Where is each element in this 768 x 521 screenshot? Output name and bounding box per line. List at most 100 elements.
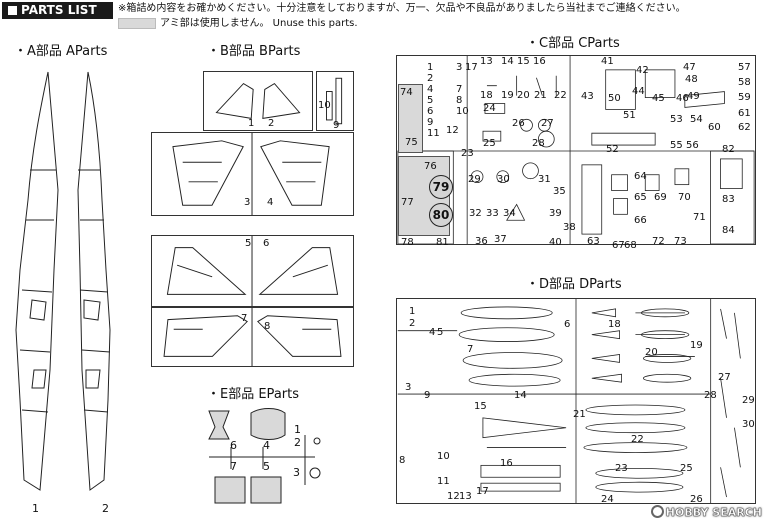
b-part-label: 8 [264,321,271,332]
d-part-label: 2 [409,318,416,329]
c-unused-part-74-75 [398,84,423,153]
c-part-label: 69 [654,192,667,203]
a-part-label: 1 [32,502,39,515]
c-part-label: 72 [652,236,665,247]
d-part-label: 15 [474,401,487,412]
d-part-label: 1 [409,306,416,317]
d-part-label: 26 [690,494,703,505]
b-part-label: 4 [267,197,274,208]
a-parts-drawing [15,71,111,491]
c-part-label: 9 [427,117,434,128]
c-part-label: 27 [541,118,554,129]
b-part-label: 7 [241,313,248,324]
c-part-label: 22 [554,90,567,101]
d-part-label: 11 [437,476,450,487]
c-part-label: 12 [446,125,459,136]
c-part-label: 62 [738,122,751,133]
d-part-label: 21 [573,409,586,420]
c-part-label: 74 [400,87,413,98]
c-part-label: 48 [685,74,698,85]
b-part-label: 3 [244,197,251,208]
c-part-label: 5 [427,95,434,106]
c-part-label: 8 [456,95,463,106]
c-part-label: 44 [632,86,645,97]
c-part-label: 11 [427,128,440,139]
c-part-label: 77 [401,197,414,208]
a-part-label: 2 [102,502,109,515]
d-part-label: 18 [608,319,621,330]
c-part-label: 64 [634,171,647,182]
c-part-label: 58 [738,77,751,88]
unuse-text: アミ部は使用しません。 Unuse this parts. [160,18,358,29]
c-part-label: 34 [503,208,516,219]
b-part-label: 9 [333,120,340,131]
c-part-label: 67 [612,240,625,251]
c-part-label: 26 [512,118,525,129]
c-part-label: 53 [670,114,683,125]
b-frame-3-4 [151,132,354,216]
d-part-label: 24 [601,494,614,505]
d-part-label: 28 [704,390,717,401]
c-part-label: 2 [427,73,434,84]
c-part-label: 13 [480,56,493,67]
b-wing-tips-drawing [215,82,301,119]
c-part-label: 10 [456,106,469,117]
c-part-label: 52 [606,144,619,155]
c-part-label: 57 [738,62,751,73]
c-part-label: 16 [533,56,546,67]
b-part-label: 6 [263,238,270,249]
c-part-label: 51 [623,110,636,121]
c-part-label: 37 [494,234,507,245]
c-part-label: 40 [549,237,562,248]
c-part-label: 68 [624,240,637,251]
b-panels-drawing [163,308,342,366]
d-part-label: 19 [690,340,703,351]
d-part-label: 8 [399,455,406,466]
c-part-label: 56 [686,140,699,151]
d-part-label: 20 [645,347,658,358]
c-sprue-frame [396,55,756,245]
section-title-e: ・E部品 EParts [207,387,299,402]
c-part-label: 60 [708,122,721,133]
c-part-label: 39 [549,208,562,219]
c-part-label: 47 [683,62,696,73]
d-part-label: 14 [514,390,527,401]
d-part-label: 29 [742,395,755,406]
c-part-label: 49 [687,91,700,102]
c-part-label: 4 [427,84,434,95]
c-part-label: 36 [475,236,488,247]
section-title-d: ・D部品 DParts [526,277,622,292]
c-part-label: 41 [601,56,614,67]
c-part-label: 14 [501,56,514,67]
d-part-label: 7 [467,344,474,355]
c-part-label: 43 [581,91,594,102]
c-part-label: 6 [427,106,434,117]
e-part-label: 3 [293,466,300,479]
parts-list-badge: PARTS LIST [2,2,113,19]
e-parts-drawing [208,408,321,504]
c-part-label: 25 [483,138,496,149]
e-part-label: 5 [263,460,270,473]
c-part-label: 55 [670,140,683,151]
c-part-label: 20 [517,90,530,101]
c-part-label: 32 [469,208,482,219]
c-part-label: 84 [722,225,735,236]
e-part-label: 2 [294,436,301,449]
d-part-label: 23 [615,463,628,474]
square-icon [8,6,17,15]
c-part-80: 80 [429,203,453,227]
d-part-label: 25 [680,463,693,474]
notice-text: ※箱詰め内容をお確かめください。十分注意をしておりますが、万一、欠品や不良品があ… [118,3,686,14]
d-part-label: 5 [437,327,444,338]
c-part-label: 65 [634,192,647,203]
b-frame-7-8 [151,307,354,367]
d-part-label: 16 [500,458,513,469]
c-part-label: 18 [480,90,493,101]
c-part-label: 66 [634,215,647,226]
b-part-label: 10 [318,100,331,111]
d-part-label: 27 [718,372,731,383]
c-part-label: 70 [678,192,691,203]
c-part-label: 30 [497,174,510,185]
c-sprue-drawing [397,56,755,244]
c-part-label: 19 [501,90,514,101]
